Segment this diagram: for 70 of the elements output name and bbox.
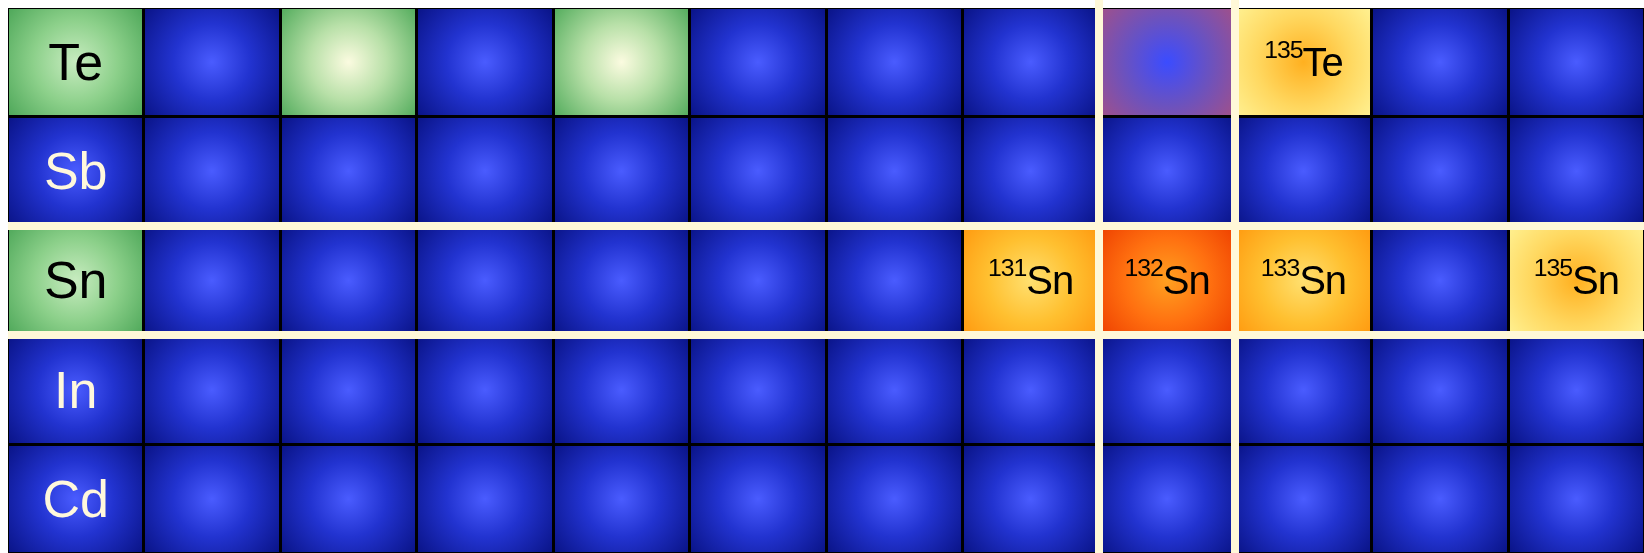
element-cell	[9, 9, 143, 116]
nuclide-cell	[691, 9, 825, 116]
nuclide-cell	[418, 336, 552, 443]
nuclide-cell	[145, 445, 279, 552]
nuclide-cell	[281, 9, 416, 116]
nuclide-cell	[1509, 9, 1643, 116]
nuclide-cell	[1373, 118, 1507, 225]
isotope-label: $^{133}$Sn	[1260, 260, 1347, 301]
element-cell	[9, 336, 143, 443]
nuclide-cell	[281, 118, 416, 225]
nuclide-cell	[1100, 9, 1234, 116]
nuclide-cell	[1236, 445, 1371, 552]
nuclide-cell	[963, 336, 1098, 443]
element-symbol: Sn	[43, 254, 108, 307]
nuclide-cell	[418, 9, 552, 116]
nuclide-cell	[963, 445, 1098, 552]
nuclide-cell	[1373, 336, 1507, 443]
nuclide-cell	[145, 118, 279, 225]
nuclide-cell	[1236, 336, 1371, 443]
nuclide-cell	[554, 336, 689, 443]
nuclide-cell	[145, 9, 279, 116]
nuclide-cell	[281, 227, 416, 334]
nuclide-cell	[691, 227, 825, 334]
nuclide-cell	[1373, 227, 1507, 334]
nuclide-cell	[1100, 118, 1234, 225]
nuclide-cell	[418, 227, 552, 334]
element-cell	[9, 445, 143, 552]
nuclide-cell	[691, 118, 825, 225]
nuclide-cell	[1100, 445, 1234, 552]
nuclide-cell	[281, 445, 416, 552]
nuclide-cell	[691, 336, 825, 443]
element-symbol: In	[54, 363, 98, 416]
isotope-label: $^{132}$Sn	[1124, 260, 1210, 301]
isotope-cell	[1236, 9, 1371, 116]
isotope-cell	[963, 227, 1098, 334]
element-cell	[9, 227, 143, 334]
nuclide-cell	[1373, 445, 1507, 552]
nuclide-cell	[691, 445, 825, 552]
nuclide-cell	[145, 336, 279, 443]
nuclide-cell	[418, 445, 552, 552]
element-cell	[9, 118, 143, 225]
isotope-label: $^{135}$Sn	[1533, 260, 1619, 301]
nuclide-cell	[418, 118, 552, 225]
isotope-cell	[1509, 227, 1643, 334]
nuclide-cell	[554, 118, 689, 225]
nuclide-cell	[1100, 336, 1234, 443]
isotope-label: $^{131}$Sn	[987, 260, 1074, 301]
nuclide-cell	[145, 227, 279, 334]
isotope-cell	[1100, 227, 1234, 334]
nuclide-cell	[1509, 336, 1643, 443]
isotope-label: $^{135}$Te	[1264, 42, 1343, 83]
element-symbol: Te	[48, 36, 104, 89]
element-symbol: Sb	[43, 145, 108, 198]
nuclide-cell	[1236, 118, 1371, 225]
isotope-cell	[1236, 227, 1371, 334]
nuclide-cell	[554, 227, 689, 334]
nuclide-cell	[963, 9, 1098, 116]
nuclide-cell	[827, 336, 961, 443]
nuclide-cell	[554, 9, 689, 116]
element-symbol: Cd	[42, 472, 109, 525]
nuclide-cell	[281, 336, 416, 443]
nuclide-cell	[827, 445, 961, 552]
nuclide-cell	[827, 118, 961, 225]
nuclide-cell	[827, 9, 961, 116]
nuclide-cell	[1373, 9, 1507, 116]
nuclide-cell	[963, 118, 1098, 225]
nuclide-cell	[554, 445, 689, 552]
nuclide-cell	[1509, 445, 1643, 552]
nuclide-cell	[827, 227, 961, 334]
nuclide-cell	[1509, 118, 1643, 225]
